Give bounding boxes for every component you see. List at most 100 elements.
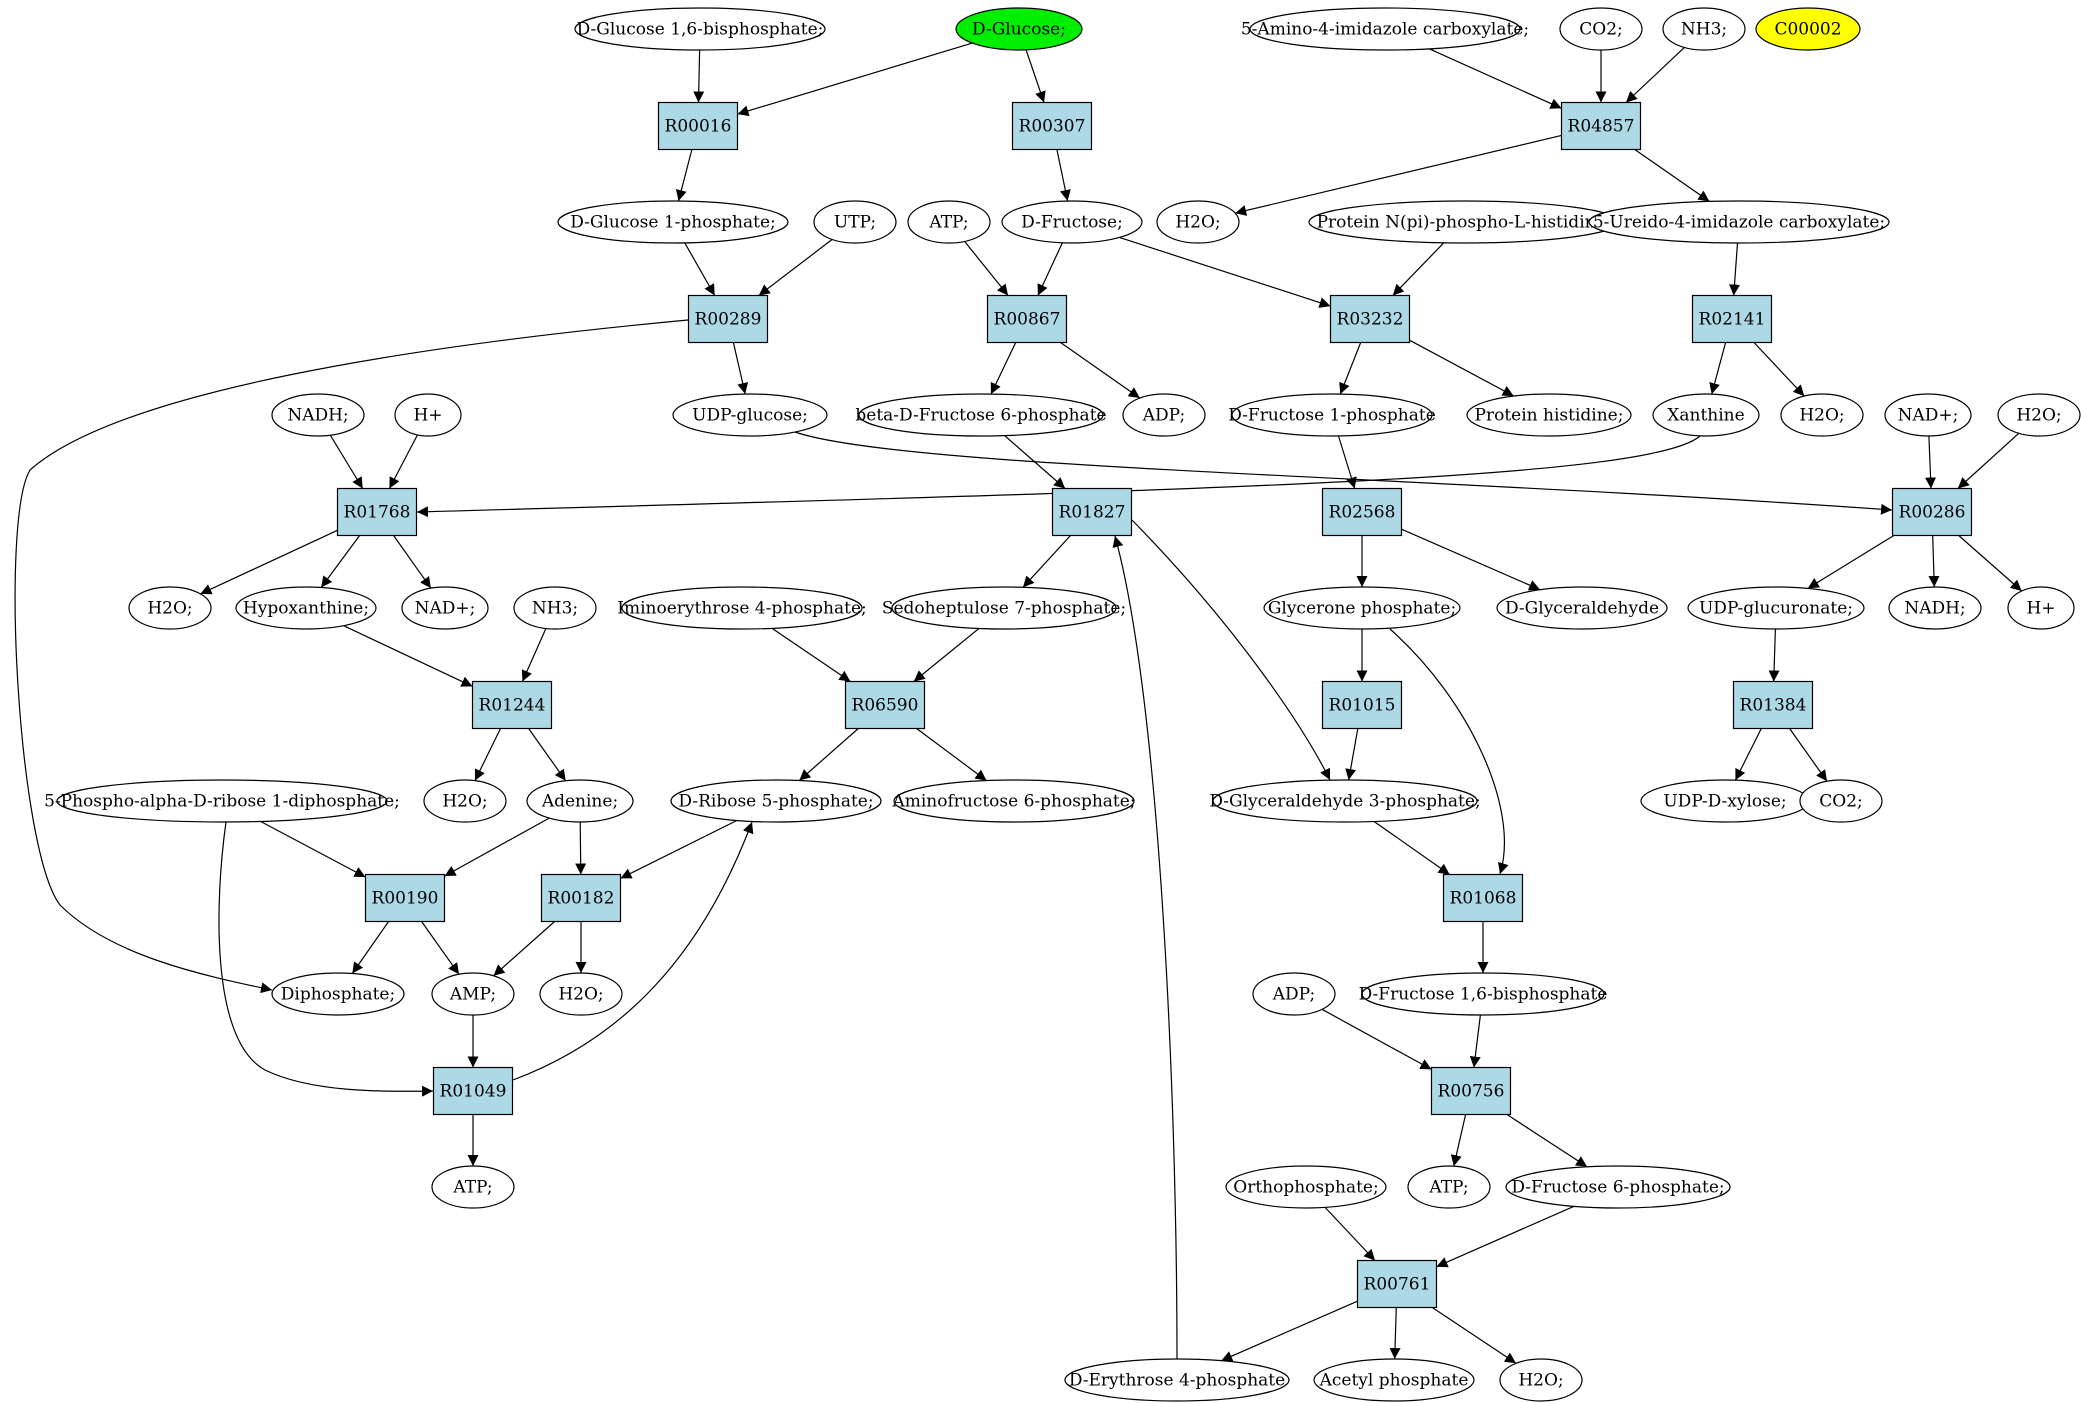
edges-layer <box>14 42 2023 1364</box>
compound-fructose-6p[interactable]: D-Fructose 6-phosphate; <box>1505 1165 1731 1209</box>
compound-nadh-1[interactable]: NADH; <box>271 393 365 437</box>
compound-h-plus-2[interactable]: H+ <box>2007 586 2075 630</box>
compound-nh3-top[interactable]: NH3; <box>1662 7 1746 51</box>
compound-fructose-1p[interactable]: D-Fructose 1-phosphate <box>1228 393 1436 437</box>
compound-protein-phospho-his[interactable]: Protein N(pi)-phospho-L-histidine; <box>1308 200 1620 244</box>
reaction-r00190[interactable]: R00190 <box>364 873 446 923</box>
compound-label: D-Fructose 6-phosphate; <box>1511 1178 1724 1198</box>
reaction-r01384[interactable]: R01384 <box>1732 680 1814 730</box>
compound-ribose-5p[interactable]: D-Ribose 5-phosphate; <box>670 779 882 823</box>
reaction-label: R01384 <box>1740 696 1807 716</box>
compound-h2o-6[interactable]: H2O; <box>539 972 623 1016</box>
edge-R01768-to-hypoxanthine <box>320 535 361 588</box>
compound-d-glucose[interactable]: D-Glucose; <box>955 7 1083 51</box>
reaction-r02141[interactable]: R02141 <box>1691 294 1773 344</box>
compound-glycerone-phosphate[interactable]: Glycerone phosphate; <box>1263 586 1461 630</box>
compound-nadh-2[interactable]: NADH; <box>1888 586 1982 630</box>
reaction-r01049[interactable]: R01049 <box>432 1066 514 1116</box>
compound-udp-xylose[interactable]: UDP-D-xylose; <box>1640 779 1810 823</box>
compound-ureido-imidazole[interactable]: 5-Ureido-4-imidazole carboxylate; <box>1588 200 1890 244</box>
compound-udp-glucose[interactable]: UDP-glucose; <box>672 393 828 437</box>
edge-R04857-to-ureido_imidazole <box>1634 149 1710 202</box>
compound-label: beta-D-Fructose 6-phosphate <box>855 406 1106 426</box>
reaction-r01068[interactable]: R01068 <box>1442 873 1524 923</box>
compound-label: H2O; <box>558 985 603 1005</box>
compound-shape <box>1884 393 1972 437</box>
reaction-r01768[interactable]: R01768 <box>336 487 418 537</box>
compound-h2o-3[interactable]: H2O; <box>1997 393 2081 437</box>
compound-diphosphate[interactable]: Diphosphate; <box>271 972 405 1016</box>
reaction-box <box>1430 1066 1512 1116</box>
compound-nad-plus-2[interactable]: NAD+; <box>401 586 489 630</box>
compound-adp-2[interactable]: ADP; <box>1252 972 1336 1016</box>
reaction-r02568[interactable]: R02568 <box>1321 487 1403 537</box>
reaction-r06590[interactable]: R06590 <box>844 680 926 730</box>
reaction-r00867[interactable]: R00867 <box>986 294 1068 344</box>
reaction-r00307[interactable]: R00307 <box>1011 101 1093 151</box>
compound-glyceraldehyde-3p[interactable]: D-Glyceraldehyde 3-phosphate; <box>1209 779 1481 823</box>
compound-nh3-2[interactable]: NH3; <box>513 586 597 630</box>
compound-shape <box>128 586 212 630</box>
compound-orthophosphate[interactable]: Orthophosphate; <box>1225 1165 1387 1209</box>
reaction-r00289[interactable]: R00289 <box>687 294 769 344</box>
compound-h2o-4[interactable]: H2O; <box>128 586 212 630</box>
compound-udp-glucuronate[interactable]: UDP-glucuronate; <box>1687 586 1865 630</box>
compound-h2o-5[interactable]: H2O; <box>423 779 507 823</box>
compound-shape <box>621 586 863 630</box>
compound-d-fructose[interactable]: D-Fructose; <box>1001 200 1143 244</box>
compound-co2-top[interactable]: CO2; <box>1559 7 1643 51</box>
compound-protein-histidine[interactable]: Protein histidine; <box>1466 393 1632 437</box>
compound-beta-fructose-6p[interactable]: beta-D-Fructose 6-phosphate <box>855 393 1107 437</box>
compound-iminoerythrose-4p[interactable]: Iminoerythrose 4-phosphate; <box>617 586 867 630</box>
reaction-r01244[interactable]: R01244 <box>471 680 553 730</box>
compound-amp[interactable]: AMP; <box>431 972 515 1016</box>
compound-nad-plus-1[interactable]: NAD+; <box>1884 393 1972 437</box>
compound-h2o-2[interactable]: H2O; <box>1780 393 1864 437</box>
reaction-r03232[interactable]: R03232 <box>1329 294 1411 344</box>
compound-d-glucose-16bp[interactable]: D-Glucose 1,6-bisphosphate; <box>574 7 826 51</box>
compound-amino-imidazole[interactable]: 5-Amino-4-imidazole carboxylate; <box>1241 7 1529 51</box>
reaction-label: R00286 <box>1899 503 1966 523</box>
compound-acetyl-phosphate[interactable]: Acetyl phosphate <box>1313 1358 1475 1402</box>
reaction-r00016[interactable]: R00016 <box>657 101 739 151</box>
compound-xanthine[interactable]: Xanthine <box>1652 393 1760 437</box>
reaction-r01015[interactable]: R01015 <box>1321 680 1403 730</box>
edge-R00286-to-udp_glucuronate <box>1807 534 1895 589</box>
compound-atp-1[interactable]: ATP; <box>907 200 991 244</box>
edge-R04857-to-h2o_1 <box>1235 134 1562 216</box>
compound-adp-1[interactable]: ADP; <box>1122 393 1206 437</box>
compound-h2o-1[interactable]: H2O; <box>1156 200 1240 244</box>
compound-atp-3[interactable]: ATP; <box>1407 1165 1491 1209</box>
edge-R00289-to-udp_glucose <box>732 342 749 395</box>
reaction-label: R00289 <box>695 310 762 330</box>
compound-shape <box>1225 1165 1387 1209</box>
reaction-box <box>1051 487 1133 537</box>
reaction-r04857[interactable]: R04857 <box>1560 101 1642 151</box>
reaction-box <box>364 873 446 923</box>
compound-erythrose-4p[interactable]: D-Erythrose 4-phosphate <box>1064 1358 1290 1402</box>
reaction-r00286[interactable]: R00286 <box>1891 487 1973 537</box>
compound-fructose-16bp[interactable]: D-Fructose 1,6-bisphosphate <box>1359 972 1608 1016</box>
compound-adenine[interactable]: Adenine; <box>526 779 634 823</box>
compound-h2o-7[interactable]: H2O; <box>1499 1358 1583 1402</box>
compound-co2-2[interactable]: CO2; <box>1799 779 1883 823</box>
compound-prpp[interactable]: 5-Phospho-alpha-D-ribose 1-diphosphate; <box>44 779 400 823</box>
reaction-r00756[interactable]: R00756 <box>1430 1066 1512 1116</box>
reaction-r01827[interactable]: R01827 <box>1051 487 1133 537</box>
reaction-box <box>844 680 926 730</box>
edge-d_fructose-to-R03232 <box>1119 236 1331 308</box>
reaction-r00182[interactable]: R00182 <box>540 873 622 923</box>
compound-aminofructose-6p[interactable]: Aminofructose 6-phosphate; <box>891 779 1136 823</box>
edge-sedoheptulose_7p-to-R06590 <box>913 628 980 682</box>
compound-c00002[interactable]: C00002 <box>1755 7 1861 51</box>
reaction-r00761[interactable]: R00761 <box>1356 1259 1438 1309</box>
compound-h-plus-1[interactable]: H+ <box>394 393 462 437</box>
compound-sedoheptulose-7p[interactable]: Sedoheptulose 7-phosphate; <box>882 586 1126 630</box>
compound-atp-2[interactable]: ATP; <box>431 1165 515 1209</box>
compound-label: Diphosphate; <box>281 985 395 1005</box>
compound-d-glyceraldehyde[interactable]: D-Glyceraldehyde <box>1496 586 1668 630</box>
compound-hypoxanthine[interactable]: Hypoxanthine; <box>235 586 377 630</box>
compound-utp[interactable]: UTP; <box>813 200 897 244</box>
compound-d-glucose-1p[interactable]: D-Glucose 1-phosphate; <box>557 200 789 244</box>
